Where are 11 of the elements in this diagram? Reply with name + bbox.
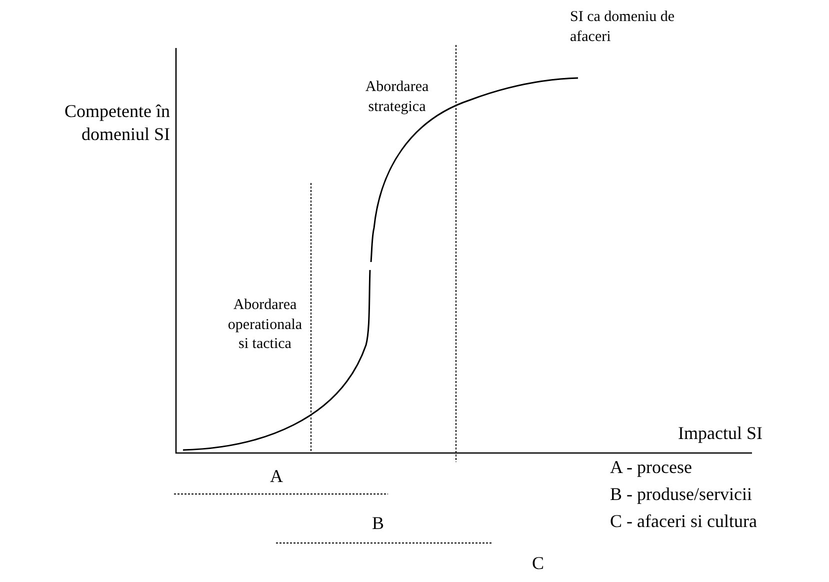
range-letter: A <box>270 465 284 488</box>
axis-label: Impactul SI <box>678 422 764 445</box>
axis-label: Competente în domeniul SI <box>64 100 170 146</box>
range-letter: B <box>372 512 386 535</box>
legend-entry: B - produse/servicii <box>610 483 753 506</box>
region-label: SI ca domeniu de afaceri <box>570 8 676 46</box>
range-letter: C <box>532 552 546 575</box>
legend-entry: C - afaceri si cultura <box>610 510 758 533</box>
legend-entry: A - procese <box>610 456 693 479</box>
region-label: Abordarea strategica <box>364 78 430 116</box>
region-label: Abordarea operationala si tactica <box>226 296 304 354</box>
